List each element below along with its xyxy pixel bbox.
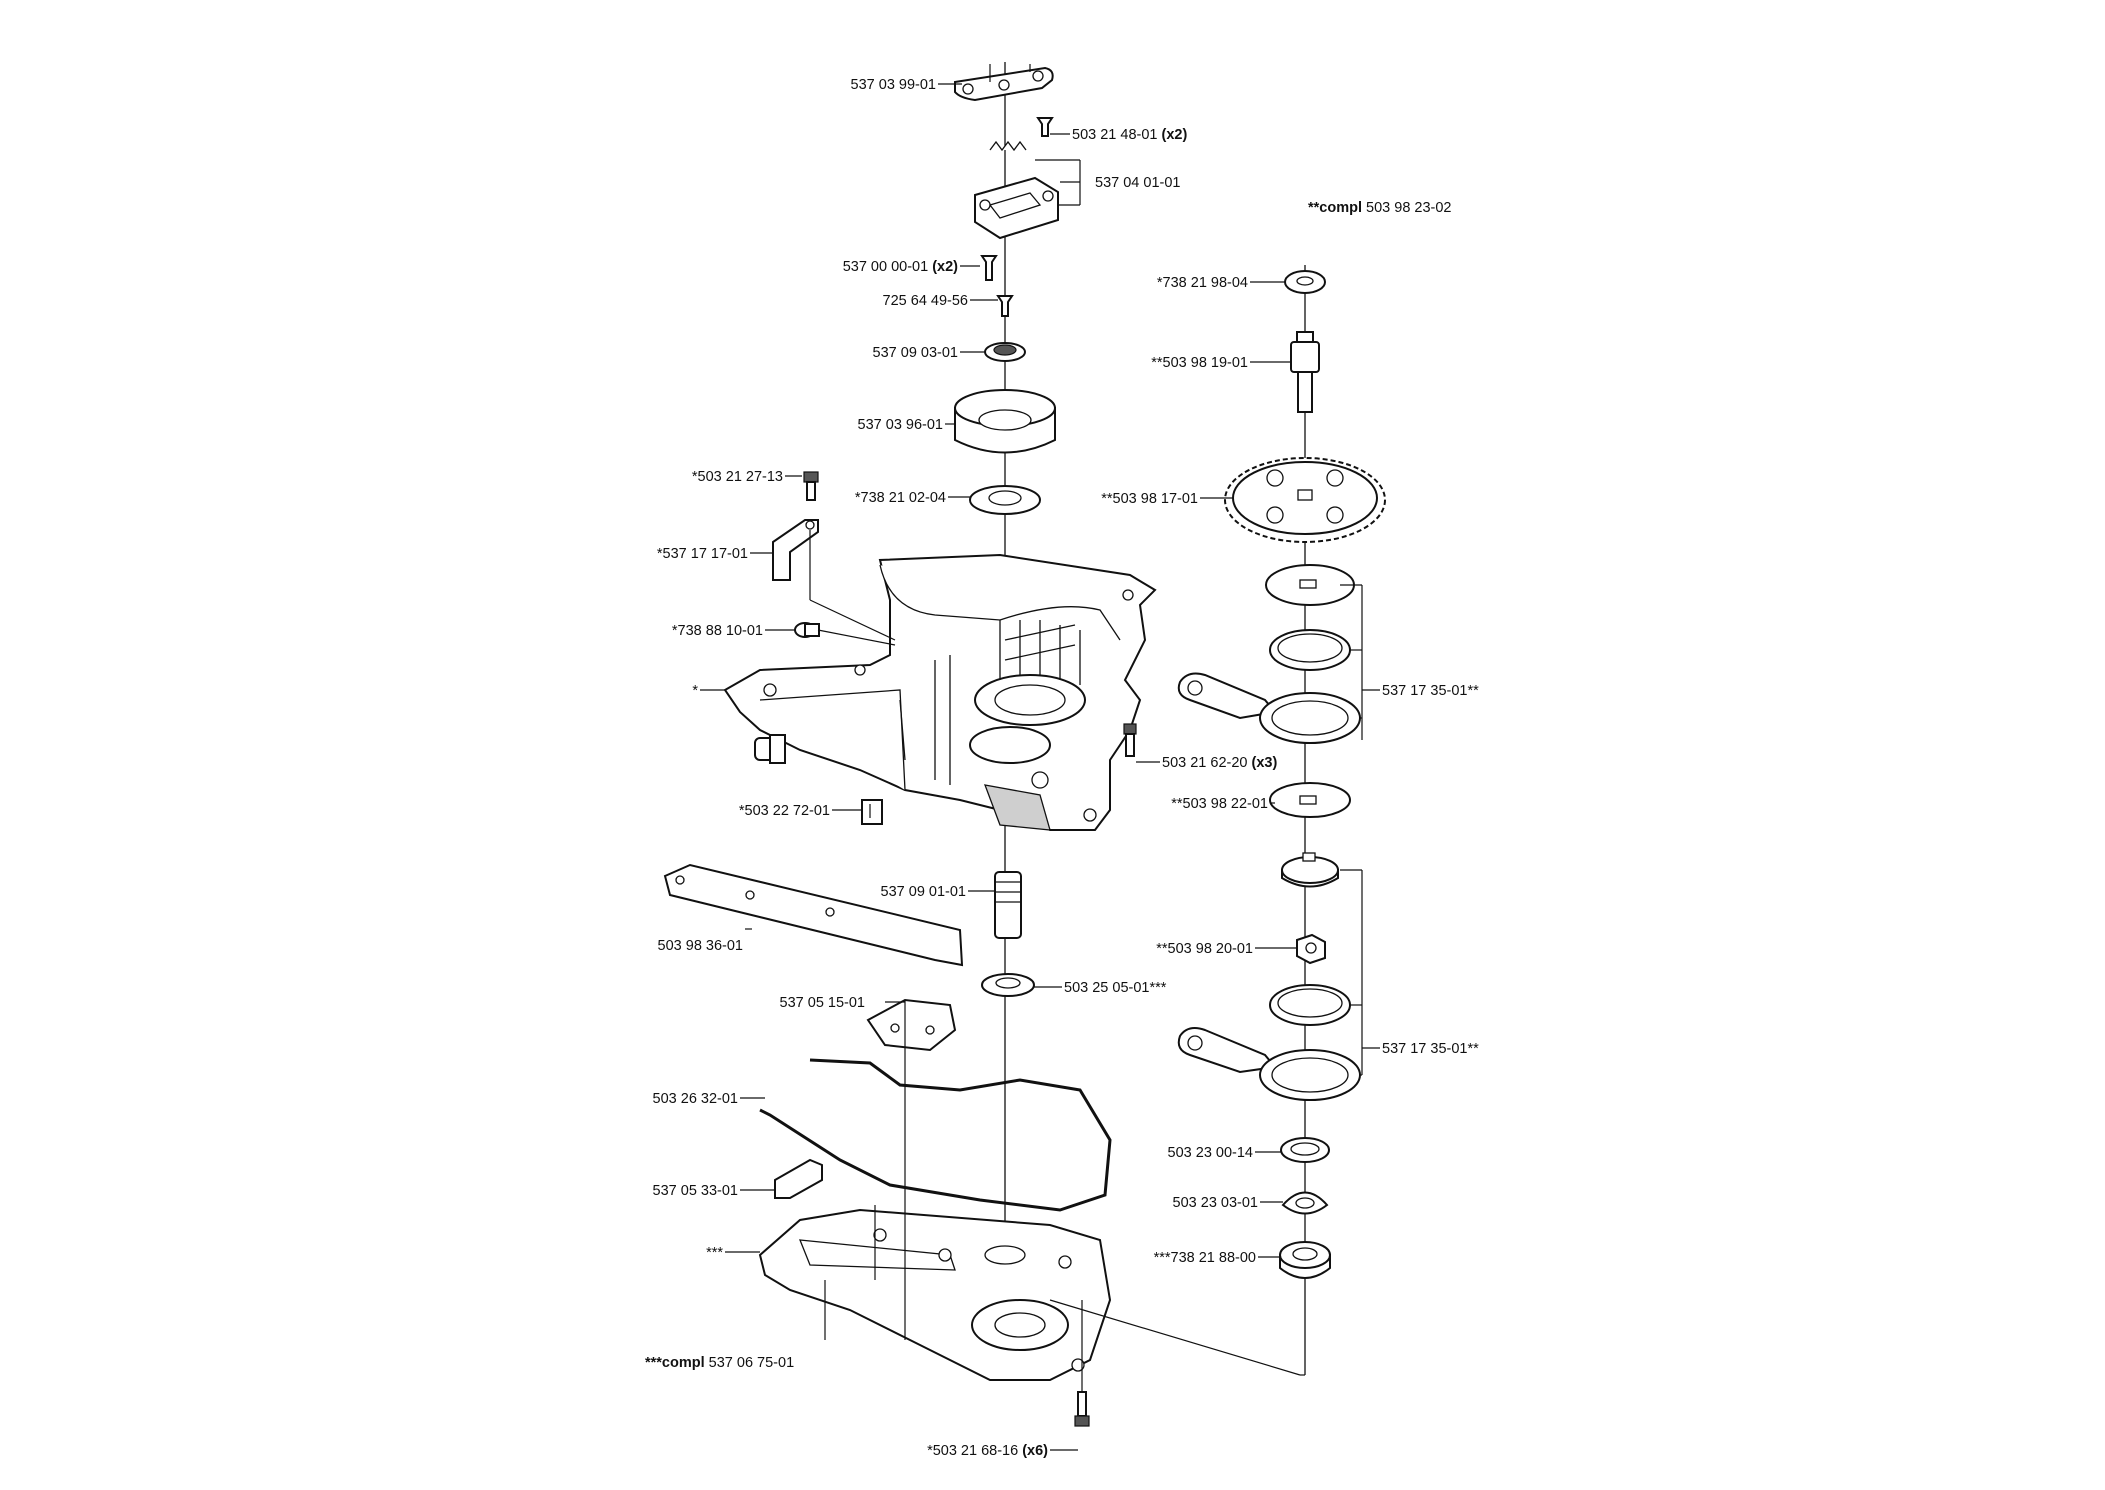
label-star: * — [692, 683, 698, 699]
label-537-05-15-01: 537 05 15-01 — [780, 995, 865, 1011]
label-503-98-17-01: **503 98 17-01 — [1101, 491, 1198, 507]
label-537-09-01-01: 537 09 01-01 — [881, 884, 966, 900]
nut-503-98-20-01 — [1296, 933, 1326, 965]
ring-lower — [1269, 984, 1351, 1026]
leader-lines — [700, 64, 1380, 1451]
label-537-00-00-01: 537 00 00-01 (x2) — [843, 259, 958, 275]
drum-537-03-96-01 — [954, 389, 1056, 454]
bottom-cover — [758, 1208, 1112, 1381]
label-503-98-20-01: **503 98 20-01 — [1156, 941, 1253, 957]
screw-503-21-27-13 — [803, 471, 819, 501]
connecting-rod-upper — [1177, 672, 1361, 744]
label-537-03-96-01: 537 03 96-01 — [858, 417, 943, 433]
block-537-05-33-01 — [774, 1158, 823, 1199]
spring-part — [989, 140, 1027, 152]
plate-503-98-36-01 — [663, 863, 964, 967]
label-537-17-35-01-a: 537 17 35-01** — [1382, 683, 1479, 699]
bracket-537-17-17-01 — [772, 519, 819, 581]
plug-738-88-10-01 — [794, 622, 820, 638]
label-star3: *** — [706, 1245, 723, 1261]
label-738-88-10-01: *738 88 10-01 — [672, 623, 763, 639]
washer-537-09-03-01 — [984, 342, 1026, 362]
label-503-22-72-01: *503 22 72-01 — [739, 803, 830, 819]
disc-lower-1 — [1281, 852, 1339, 888]
label-537-17-17-01: *537 17 17-01 — [657, 546, 748, 562]
bearing-738-21-02-04 — [969, 485, 1041, 515]
label-503-21-62-20: 503 21 62-20 (x3) — [1162, 755, 1277, 771]
label-503-23-00-14: 503 23 00-14 — [1168, 1145, 1253, 1161]
housing-plug — [754, 734, 786, 764]
label-738-21-98-04: *738 21 98-04 — [1157, 275, 1248, 291]
screw-503-21-68-16 — [1074, 1391, 1090, 1427]
connecting-rod-lower — [1177, 1027, 1361, 1101]
label-537-17-35-01-b: 537 17 35-01** — [1382, 1041, 1479, 1057]
disc-mid — [1269, 782, 1351, 818]
ring-upper — [1269, 629, 1351, 671]
label-compl-503-98-23-02: **compl 503 98 23-02 — [1308, 200, 1452, 216]
label-503-98-19-01: **503 98 19-01 — [1151, 355, 1248, 371]
label-537-09-03-01: 537 09 03-01 — [873, 345, 958, 361]
bearing-738-21-98-04 — [1284, 270, 1326, 294]
label-503-23-03-01: 503 23 03-01 — [1173, 1195, 1258, 1211]
screw-725-64-49-56 — [996, 295, 1014, 317]
label-738-21-02-04: *738 21 02-04 — [855, 490, 946, 506]
screw-537-00-00-01 — [980, 255, 998, 281]
label-738-21-88-00: ***738 21 88-00 — [1154, 1250, 1256, 1266]
label-537-03-99-01: 537 03 99-01 — [851, 77, 936, 93]
bearing-503-25-05-01 — [981, 973, 1035, 997]
screw-503-21-48-01 — [1036, 117, 1054, 137]
shaft-503-98-19-01 — [1290, 331, 1320, 413]
bearing-738-21-88-00 — [1279, 1241, 1331, 1279]
label-537-05-33-01: 537 05 33-01 — [653, 1183, 738, 1199]
label-725-64-49-56: 725 64 49-56 — [883, 293, 968, 309]
bracket-plate — [954, 66, 1054, 102]
pinion-537-09-01-01 — [994, 871, 1022, 939]
clutch-block — [974, 176, 1059, 240]
label-503-26-32-01: 503 26 32-01 — [653, 1091, 738, 1107]
label-503-21-68-16: *503 21 68-16 (x6) — [927, 1443, 1048, 1459]
label-503-98-22-01: **503 98 22-01 — [1171, 796, 1268, 812]
label-503-21-48-01: 503 21 48-01 (x2) — [1072, 127, 1187, 143]
bracket-537-05-15-01 — [866, 998, 957, 1052]
label-compl-537-06-75-01: ***compl 537 06 75-01 — [645, 1355, 794, 1371]
label-503-25-05-01: 503 25 05-01*** — [1064, 980, 1167, 996]
gear-503-98-17-01 — [1224, 457, 1386, 543]
wire-503-26-32-01 — [759, 1058, 1112, 1212]
label-503-98-36-01: 503 98 36-01 — [658, 938, 743, 954]
label-503-21-27-13: *503 21 27-13 — [692, 469, 783, 485]
label-537-04-01-01: 537 04 01-01 — [1095, 175, 1180, 191]
clip-503-22-72-01 — [861, 799, 883, 825]
gear-housing — [723, 553, 1157, 831]
washer-503-23-00-14 — [1280, 1137, 1330, 1163]
washer-503-23-03-01 — [1281, 1191, 1329, 1215]
screw-503-21-62-20 — [1123, 723, 1137, 757]
